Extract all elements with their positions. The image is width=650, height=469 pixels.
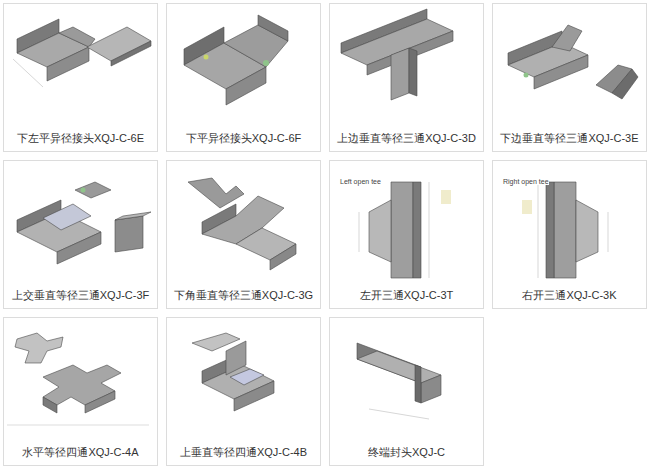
drawing-title: Right open tee [503, 178, 549, 185]
product-caption: 下左平异径接头XQJ-C-6E [15, 131, 146, 151]
product-caption: 终端封头XQJ-C [366, 445, 447, 465]
product-caption: 右开三通XQJ-C-3K [520, 288, 618, 308]
product-caption: 左开三通XQJ-C-3T [358, 288, 456, 308]
product-caption: 上边垂直等径三通XQJ-C-3D [335, 131, 478, 151]
product-caption: 上垂直等径四通XQJ-C-4B [178, 445, 309, 465]
product-cell: 下角垂直等径三通XQJ-C-3G [166, 160, 321, 309]
product-cell: 上垂直等径四通XQJ-C-4B [166, 317, 321, 466]
product-cell: 上交垂直等径三通XQJ-C-3F [3, 160, 158, 309]
label-holder: Left open tee [340, 170, 381, 188]
product-cell: 下平异径接头XQJ-C-6F [166, 3, 321, 152]
drawing-title: Left open tee [340, 178, 381, 185]
label-holder: Right open tee [503, 170, 549, 188]
product-caption: 水平等径四通XQJ-C-4A [20, 445, 140, 465]
product-cell: 下左平异径接头XQJ-C-6E [3, 3, 158, 152]
product-cell: 上边垂直等径三通XQJ-C-3D [329, 3, 484, 152]
product-caption: 下平异径接头XQJ-C-6F [184, 131, 304, 151]
product-cell: 终端封头XQJ-C [329, 317, 484, 466]
product-cell: 下边垂直等径三通XQJ-C-3E [492, 3, 647, 152]
product-caption: 下边垂直等径三通XQJ-C-3E [498, 131, 640, 151]
product-caption: 下角垂直等径三通XQJ-C-3G [172, 288, 315, 308]
product-cell: 水平等径四通XQJ-C-4A [3, 317, 158, 466]
product-caption: 上交垂直等径三通XQJ-C-3F [10, 288, 152, 308]
